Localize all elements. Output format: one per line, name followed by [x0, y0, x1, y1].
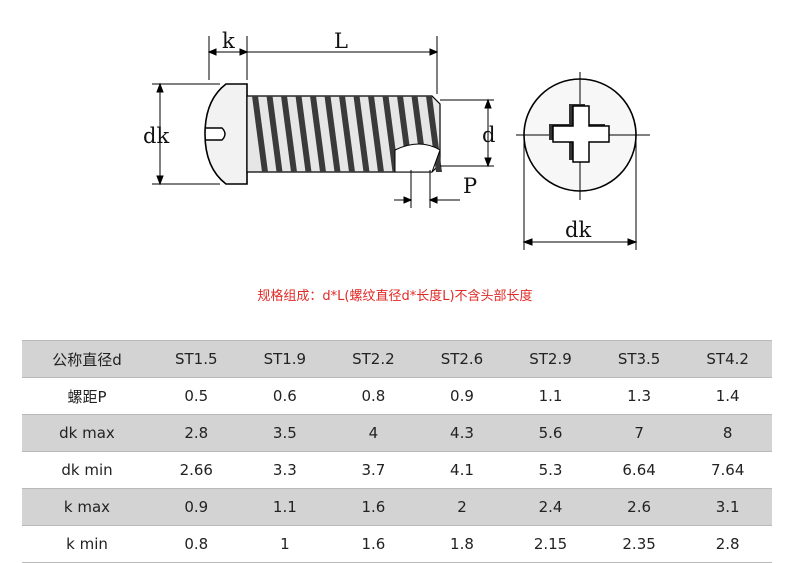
thread-crest: [353, 96, 370, 172]
dimension-dk-side: [152, 82, 220, 186]
table-cell: 1: [240, 525, 330, 563]
table-cell: 2.15: [506, 525, 595, 563]
screw-drawing: k L dk d P: [143, 29, 650, 250]
table-cell: ST2.2: [329, 340, 418, 378]
table-cell: 1.6: [329, 525, 418, 563]
dimension-k: [207, 36, 249, 80]
table-cell: 2.35: [594, 525, 684, 563]
table-cell: 8: [683, 414, 772, 452]
label-k: k: [222, 29, 235, 53]
thread-crest: [368, 96, 384, 172]
label-d: d: [482, 123, 495, 147]
table-cell: 7.64: [683, 451, 772, 489]
thread-crest: [310, 96, 326, 172]
table-cell: 1.1: [506, 377, 595, 415]
dimension-d: [440, 98, 494, 168]
table-cell: 6.64: [594, 451, 684, 489]
table-cell: 1.8: [417, 525, 507, 563]
thread-crest: [339, 96, 355, 172]
table-cell: 1.3: [594, 377, 684, 415]
row-label-cell: dk min: [22, 451, 152, 489]
table-cell: 3.5: [240, 414, 330, 452]
table-cell: 3.1: [683, 488, 772, 526]
thread-crest: [324, 96, 341, 172]
table-cell: 0.9: [152, 488, 241, 526]
row-label-cell: dk max: [22, 414, 152, 452]
thread-crest: [266, 96, 283, 172]
table-cell: 0.5: [152, 377, 241, 415]
table-cell: 4.1: [417, 451, 507, 489]
dimension-dk-top: [522, 140, 638, 250]
table-cell: 3.7: [329, 451, 418, 489]
table-cell: 1.1: [240, 488, 330, 526]
table-cell: ST2.6: [417, 340, 507, 378]
table-cell: 4: [329, 414, 418, 452]
table-cell: 2.8: [683, 525, 772, 563]
table-cell: 2.8: [152, 414, 241, 452]
table-cell: 2.6: [594, 488, 684, 526]
table-cell: ST1.5: [152, 340, 241, 378]
threaded-shank: [246, 95, 442, 173]
table-cell: ST3.5: [594, 340, 684, 378]
table-cell: 4.3: [417, 414, 507, 452]
table-cell: ST1.9: [240, 340, 330, 378]
table-cell: 0.8: [152, 525, 241, 563]
table-cell: 7: [594, 414, 684, 452]
row-label-cell: 公称直径d: [22, 340, 152, 378]
row-label-cell: k min: [22, 525, 152, 563]
row-label-cell: 螺距P: [22, 377, 152, 415]
label-P: P: [463, 174, 477, 198]
table-cell: 5.3: [506, 451, 595, 489]
dimension-l: [247, 36, 439, 94]
table-cell: 5.6: [506, 414, 595, 452]
table-cell: 2: [417, 488, 507, 526]
label-dk-side: dk: [143, 124, 169, 148]
label-L: L: [334, 29, 348, 53]
label-dk-top: dk: [565, 218, 591, 242]
table-cell: 0.8: [329, 377, 418, 415]
spec-caption: 规格组成：d*L(螺纹直径d*长度L)不含头部长度: [257, 289, 533, 304]
thread-crest: [281, 96, 297, 172]
table-cell: 1.4: [683, 377, 772, 415]
screw-head-side: [204, 83, 248, 185]
table-cell: 2.4: [506, 488, 595, 526]
dimension-p: [394, 170, 460, 208]
screw-head-top: [516, 72, 650, 200]
table-cell: ST2.9: [506, 340, 595, 378]
table-cell: 3.3: [240, 451, 330, 489]
table-cell: 2.66: [152, 451, 241, 489]
table-cell: 1.6: [329, 488, 418, 526]
table-cell: ST4.2: [683, 340, 772, 378]
phillips-cross: [552, 105, 610, 163]
table-cell: 0.9: [417, 377, 507, 415]
table-cell: 0.6: [240, 377, 330, 415]
thread-crest: [295, 96, 312, 172]
head-slot: [206, 127, 226, 141]
row-label-cell: k max: [22, 488, 152, 526]
thread-tip-cut: [394, 143, 441, 173]
thread-crest: [252, 96, 268, 172]
